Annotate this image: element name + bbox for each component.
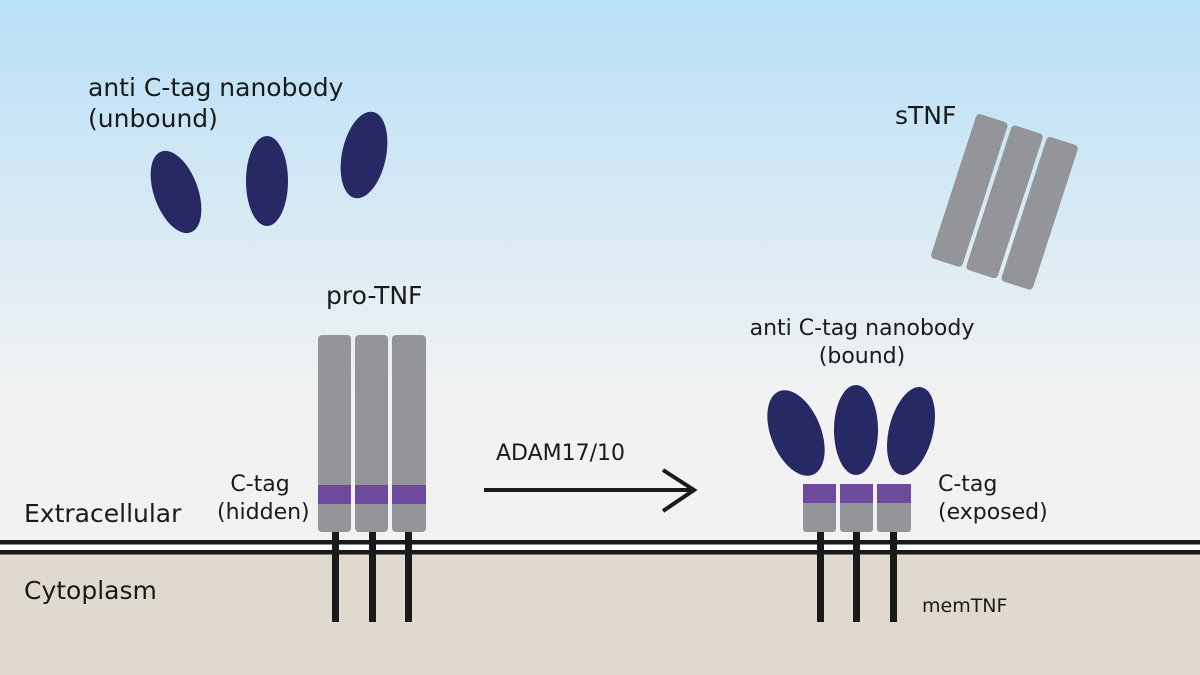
protnf-tm-2 [369,530,376,622]
cleavage-arrow [484,468,698,513]
ctag-exposed-1 [803,484,836,503]
adam-label: ADAM17/10 [496,441,626,466]
nanobody-bound-2 [834,385,878,475]
ctag-hidden-3 [392,485,426,504]
protnf-tm-1 [332,530,339,622]
pro-tnf-label: pro-TNF [326,281,423,310]
cytoplasm-region [0,552,1200,675]
memtnf-tm-3 [890,530,897,622]
stnf-subunit-3 [1001,136,1078,290]
memtnf-tm-1 [817,530,824,622]
stnf-label: sTNF [895,101,957,130]
ctag-exposed-label: C-tag (exposed) [938,472,1048,525]
stnf-trimer [931,114,1078,290]
arrow-head [661,468,698,513]
nanobody-unbound-3 [340,111,388,199]
pro-tnf-trimer [318,335,426,622]
nanobody-unbound-2 [246,136,288,226]
ctag-hidden-2 [355,485,388,504]
stnf-subunit-2 [966,125,1043,279]
membrane-outer-line [0,540,1200,545]
extracellular-label: Extracellular [24,499,182,528]
bound-nanobody-label: anti C-tag nanobody (bound) [749,316,975,369]
protnf-subunit-3 [392,335,426,532]
nanobody-bound-1 [767,390,825,476]
nanobody-bound-3 [887,387,935,475]
stnf-subunit-1 [931,114,1008,267]
membrane-inner-line [0,550,1200,555]
memtnf-label: memTNF [922,595,1008,617]
unbound-nanobodies [150,111,388,234]
ctag-hidden-label: C-tag (hidden) [217,472,310,525]
ctag-hidden-1 [318,485,351,504]
cytoplasm-label: Cytoplasm [24,576,157,605]
unbound-nanobody-label: anti C-tag nanobody (unbound) [88,73,344,134]
extracellular-lower-region [0,400,1200,542]
nanobody-unbound-1 [150,150,202,234]
protnf-tm-3 [405,530,412,622]
memtnf-tm-2 [853,530,860,622]
memtnf-trimer [767,385,935,622]
ctag-exposed-2 [840,484,873,503]
ctag-exposed-3 [877,484,911,503]
protnf-subunit-2 [355,335,388,532]
protnf-subunit-1 [318,335,351,532]
